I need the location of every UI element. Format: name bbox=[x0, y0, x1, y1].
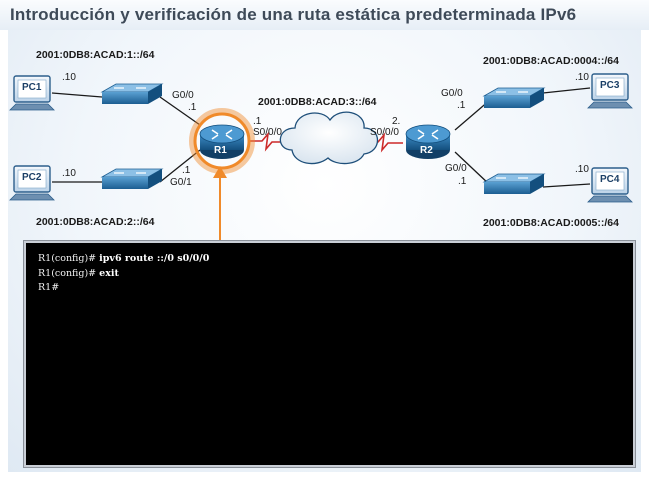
r2-g00-top-address: .1 bbox=[457, 100, 466, 111]
pc2-address: .10 bbox=[62, 168, 76, 179]
network-lan2-label: 2001:0DB8:ACAD:2::/64 bbox=[36, 216, 155, 228]
switch-1[interactable] bbox=[100, 83, 164, 104]
network-lan1-label: 2001:0DB8:ACAD:1::/64 bbox=[36, 49, 155, 61]
pc1-label: PC1 bbox=[22, 82, 42, 93]
r2-label: R2 bbox=[420, 145, 433, 156]
network-wan-label: 2001:0DB8:ACAD:3::/64 bbox=[258, 96, 377, 108]
r1-highlight-ring bbox=[189, 108, 255, 174]
r2-s000-address: 2. bbox=[392, 116, 401, 127]
network-lan4-label: 2001:0DB8:ACAD:0004::/64 bbox=[483, 55, 619, 67]
wan-cloud bbox=[279, 111, 379, 165]
pc4-address: .10 bbox=[575, 164, 589, 175]
r2-s000-label: S0/0/0 bbox=[370, 127, 399, 138]
r2-g00-bottom-label: G0/0 bbox=[445, 163, 467, 174]
r1-s000-label: S0/0/0 bbox=[253, 127, 282, 138]
pc3-label: PC3 bbox=[600, 80, 620, 91]
router-arrows-icon bbox=[417, 129, 439, 140]
switch-4[interactable] bbox=[482, 173, 546, 194]
r1-g01-address: .1 bbox=[182, 165, 191, 176]
highlight-arrow bbox=[213, 166, 227, 242]
link-switch3-pc3 bbox=[542, 87, 591, 94]
link-pc1-switch1 bbox=[51, 92, 103, 98]
link-r2-switch4 bbox=[454, 151, 491, 186]
terminal-line: R1(config)# exit bbox=[38, 267, 119, 279]
r2-g00-bottom-address: .1 bbox=[458, 176, 467, 187]
link-switch2-r1 bbox=[159, 149, 201, 183]
r2-g00-top-label: G0/0 bbox=[441, 88, 463, 99]
r1-g01-label: G0/1 bbox=[170, 177, 192, 188]
link-switch1-r1 bbox=[159, 96, 201, 126]
router-r2[interactable] bbox=[405, 124, 451, 159]
network-lan5-label: 2001:0DB8:ACAD:0005::/64 bbox=[483, 217, 619, 229]
pc4-label: PC4 bbox=[600, 174, 620, 185]
switch-2[interactable] bbox=[100, 168, 164, 189]
r1-s000-address: .1 bbox=[253, 116, 262, 127]
link-switch4-pc4 bbox=[542, 183, 591, 188]
r1-g00-address: .1 bbox=[188, 102, 197, 113]
pc2-computer-icon[interactable] bbox=[9, 165, 55, 201]
pc4-computer-icon[interactable] bbox=[587, 167, 633, 203]
pc1-computer-icon[interactable] bbox=[9, 75, 55, 111]
terminal-line: R1# bbox=[38, 282, 60, 293]
router-r1[interactable] bbox=[199, 124, 245, 159]
switch-3[interactable] bbox=[482, 87, 546, 108]
pc2-label: PC2 bbox=[22, 172, 42, 183]
pc3-address: .10 bbox=[575, 72, 589, 83]
r1-g00-label: G0/0 bbox=[172, 90, 194, 101]
title-bar: Introducción y verificación de una ruta … bbox=[0, 0, 649, 30]
pc3-computer-icon[interactable] bbox=[587, 73, 633, 109]
pc1-address: .10 bbox=[62, 72, 76, 83]
r1-label: R1 bbox=[214, 145, 227, 156]
terminal-line: R1(config)# ipv6 route ::/0 s0/0/0 bbox=[38, 253, 210, 264]
router-arrows-icon bbox=[211, 129, 233, 140]
serial-r1-cloud bbox=[248, 131, 290, 152]
slide-title: Introducción y verificación de una ruta … bbox=[10, 5, 577, 24]
